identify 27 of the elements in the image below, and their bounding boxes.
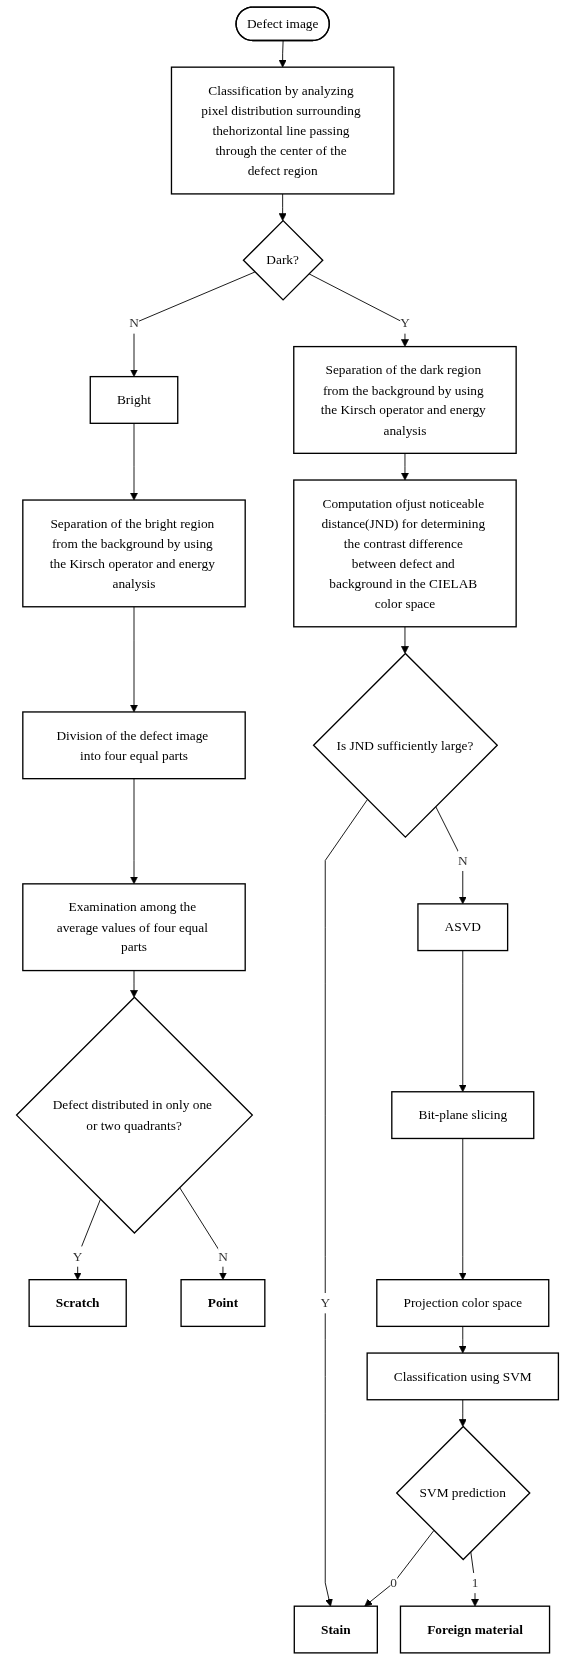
edge-label: Y (72, 1248, 83, 1264)
node-diamond: Defect distributed in only one or two quadrants? (15, 996, 254, 1234)
node-box: Examination among the average values of four equal parts (22, 883, 246, 972)
node-diamond: Dark? (242, 219, 324, 301)
edge-label: Y (400, 315, 410, 331)
node-diamond: Is JND sufficiently large? (312, 652, 499, 839)
node-box: Bit-plane slicing (391, 1091, 535, 1140)
node-box: ASVD (417, 903, 509, 952)
node-box: Point (180, 1279, 266, 1328)
node-box: Separation of the bright region from the background by using the Kirsch operator and energy analysis (22, 499, 246, 608)
node-box: Classification using SVM (366, 1352, 560, 1401)
node-box: Bright (89, 375, 179, 424)
edge-label: 1 (471, 1575, 479, 1590)
node-box: Projection color space (376, 1279, 550, 1328)
node-box: Foreign material (399, 1605, 551, 1654)
edge-label: N (218, 1248, 228, 1264)
node-box: Scratch (28, 1279, 127, 1328)
node-box: Classification by analyzing pixel distribution surrounding thehorizontal line passing through the center of the defect region (170, 66, 395, 195)
edge-label: Y (320, 1295, 331, 1310)
node-box: Stain (293, 1605, 378, 1654)
node-box: Separation of the dark region from the background by using the Kirsch operator and energy analysis (293, 345, 517, 454)
edge-label: N (457, 853, 468, 868)
node-box: Division of the defect image into four equal parts (22, 711, 246, 780)
edge-label: 0 (390, 1575, 397, 1590)
node-box: Computation ofjust noticeable distance(JND) for determining the contrast difference between defect and background in the CIELAB color space (293, 479, 517, 628)
edge-label: N (129, 315, 139, 331)
node-diamond: SVM prediction (395, 1425, 531, 1561)
